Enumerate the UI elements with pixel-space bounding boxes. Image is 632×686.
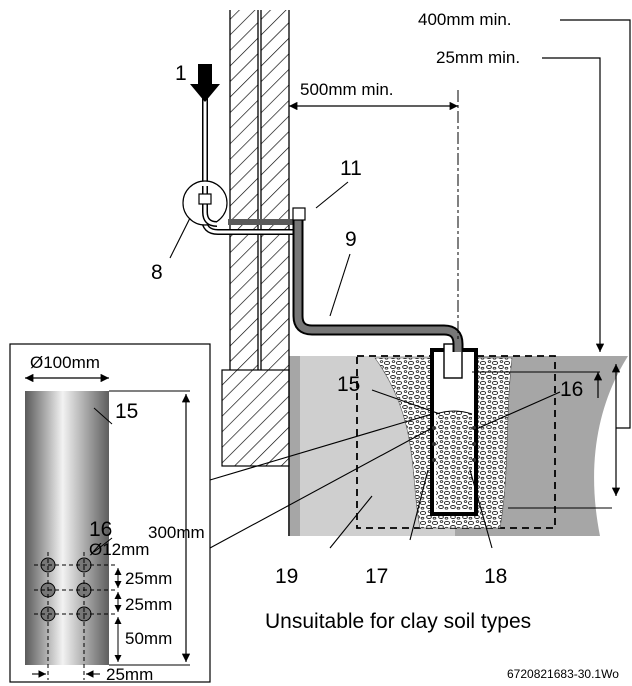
label-18: 18 [484,565,507,588]
inset-label-d12: Ø12mm [89,540,149,559]
inset-label-d100: Ø100mm [30,353,100,372]
label-16: 16 [560,378,583,401]
inset-label-50: 50mm [125,629,172,648]
inset-label-15: 15 [115,400,138,423]
label-500mm-min: 500mm min. [300,80,394,99]
label-11: 11 [340,157,362,180]
label-400mm-min: 400mm min. [418,10,512,29]
inset-label-300: 300mm [148,523,205,542]
soakaway-tube [430,343,478,516]
label-1: 1 [175,62,187,85]
label-17: 17 [365,565,388,588]
label-15: 15 [337,373,360,396]
inset-label-25c: 25mm [106,665,153,684]
label-25mm-min: 25mm min. [436,48,520,67]
inflow-arrow-icon [190,64,220,102]
wall [221,10,290,536]
label-9: 9 [345,228,357,251]
perforated-tube [25,391,109,665]
figure-code: 6720821683-30.1Wo [507,667,619,681]
label-19: 19 [275,565,298,588]
label-8: 8 [151,261,163,284]
tube-detail-inset [9,343,433,683]
inset-label-25b: 25mm [125,595,172,614]
inset-label-25a: 25mm [125,569,172,588]
dimension-lines [289,19,631,509]
leader-lines [169,181,561,549]
inset-label-16: 16 [89,518,112,541]
caption-text: Unsuitable for clay soil types [265,610,531,633]
trap-fitting [182,180,228,227]
